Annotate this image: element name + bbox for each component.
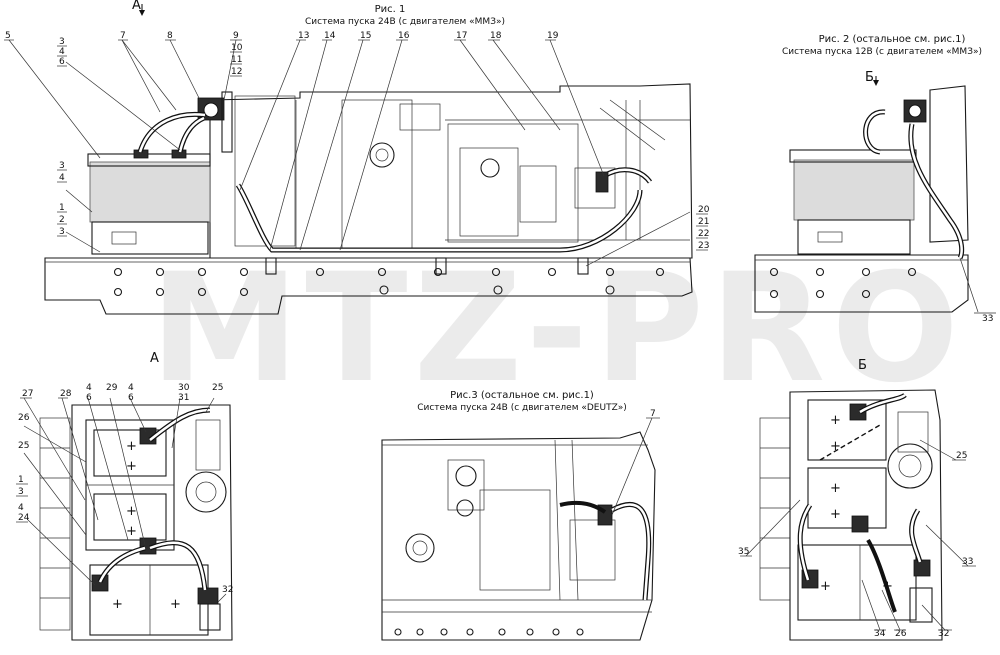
view-b-title: Б: [858, 358, 867, 373]
callout: 28: [60, 389, 72, 399]
callouts-fig3: 7: [650, 409, 656, 419]
callout: 12: [231, 67, 242, 77]
callout: 18: [490, 31, 502, 41]
svg-text:+: +: [820, 579, 831, 594]
callout: 7: [650, 409, 656, 419]
svg-text:+: +: [126, 459, 137, 474]
callout: 4: [59, 173, 65, 183]
callout: 19: [547, 31, 559, 41]
callout: 17: [456, 31, 467, 41]
svg-text:+: +: [112, 597, 123, 612]
callout: 30: [178, 383, 190, 393]
callout: 27: [22, 389, 33, 399]
fig3-label: Рис.3 (остальное см. рис.1): [450, 390, 594, 401]
fig2-caption: Система пуска 12В (с двигателем «ММЗ»): [782, 47, 982, 57]
callout: 29: [106, 383, 118, 393]
view-a-marker: А: [132, 0, 141, 13]
callout: 25: [956, 451, 967, 461]
callout: 31: [178, 393, 189, 403]
callout: 15: [360, 31, 371, 41]
callout: 5: [5, 31, 11, 41]
callout: 1: [18, 475, 24, 485]
callout: 25: [212, 383, 223, 393]
callout: 25: [18, 441, 29, 451]
svg-text:+: +: [126, 524, 137, 539]
watermark: MTZ-PRO: [150, 242, 965, 416]
callout: 3: [59, 37, 65, 47]
callout: 4: [86, 383, 92, 393]
svg-text:+: +: [170, 597, 181, 612]
fig1-caption: Система пуска 24В (с двигателем «ММЗ»): [305, 17, 505, 27]
view-a-drawing: + + + + + +: [16, 397, 233, 641]
view-b-drawing: ++ ++ ++: [740, 389, 976, 641]
figure-3-drawing: [381, 417, 660, 641]
callout: 4: [18, 503, 24, 513]
svg-text:+: +: [830, 481, 841, 496]
figure-1-drawing: [4, 4, 708, 315]
callout: 7: [120, 31, 126, 41]
callout: 3: [59, 227, 65, 237]
callout: 2: [59, 215, 65, 225]
callout: 6: [86, 393, 92, 403]
svg-text:+: +: [126, 439, 137, 454]
callouts-fig1: 5 3 4 6 7 8 9 10 11 12 13 14 15 16 17 18…: [5, 31, 710, 251]
callout: 32: [938, 629, 949, 639]
callout: 26: [895, 629, 907, 639]
callout: 16: [398, 31, 410, 41]
view-a-title: А: [150, 351, 159, 366]
callout: 4: [59, 47, 65, 57]
callouts-view-b: 25 35 33 34 26 32: [738, 451, 973, 639]
callout: 4: [128, 383, 134, 393]
callout: 35: [738, 547, 749, 557]
svg-text:+: +: [126, 504, 137, 519]
svg-text:+: +: [830, 507, 841, 522]
callouts-fig2: 33: [982, 314, 993, 324]
svg-text:+: +: [830, 439, 841, 454]
figure-2-drawing: [754, 76, 996, 314]
callout: 8: [167, 31, 173, 41]
callout: 24: [18, 513, 30, 523]
fig2-label: Рис. 2 (остальное см. рис.1): [819, 34, 966, 45]
fig1-label: Рис. 1: [375, 4, 406, 15]
view-b-marker: Б: [865, 70, 874, 85]
callout: 32: [222, 585, 233, 595]
callout: 9: [233, 31, 239, 41]
svg-text:+: +: [830, 413, 841, 428]
callout: 21: [698, 217, 709, 227]
callout: 11: [231, 55, 242, 65]
callout: 6: [59, 57, 65, 67]
callout: 23: [698, 241, 709, 251]
callout: 22: [698, 229, 709, 239]
callout: 1: [59, 203, 65, 213]
callout: 10: [231, 43, 243, 53]
figure-titles: Рис. 1 Система пуска 24В (с двигателем «…: [132, 0, 982, 413]
callout: 26: [18, 413, 30, 423]
callout: 6: [128, 393, 134, 403]
callout: 33: [982, 314, 993, 324]
callout: 14: [324, 31, 336, 41]
callout: 3: [59, 161, 65, 171]
callout: 33: [962, 557, 973, 567]
callout: 13: [298, 31, 309, 41]
callout: 34: [874, 629, 886, 639]
fig3-caption: Система пуска 24В (с двигателем «DEUTZ»): [417, 403, 627, 413]
callout: 3: [18, 487, 24, 497]
callouts-view-a: 27 28 4 6 29 4 6 30 31 25 26 25 1 3 4 24…: [18, 383, 233, 595]
callout: 20: [698, 205, 710, 215]
